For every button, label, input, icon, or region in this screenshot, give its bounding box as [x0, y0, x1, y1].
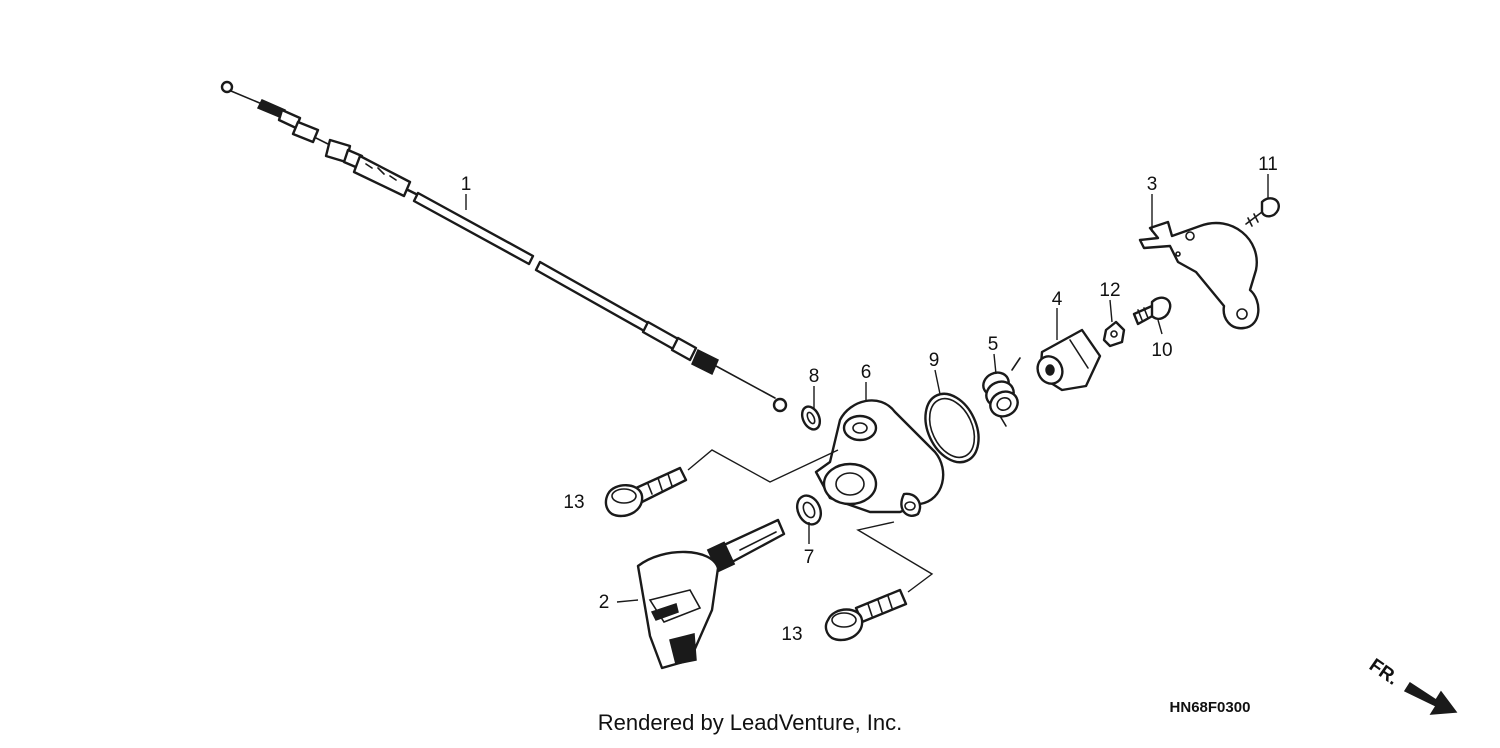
part-2-throttle-lever[interactable] [636, 518, 786, 670]
callout-10: 10 [1151, 340, 1172, 361]
callout-13-upper: 13 [563, 492, 584, 513]
part-5-return-spring[interactable] [980, 357, 1022, 427]
part-13-bolt-lower[interactable] [824, 588, 908, 642]
callout-2: 2 [599, 592, 610, 613]
part-12-nut[interactable] [1102, 320, 1126, 348]
callout-13-lower: 13 [781, 624, 802, 645]
leader-lines [465, 174, 1269, 603]
part-10-bolt[interactable] [1132, 296, 1172, 326]
callout-7: 7 [804, 547, 815, 568]
callout-11: 11 [1258, 154, 1278, 175]
callout-12: 12 [1099, 280, 1120, 301]
part-7-oil-seal[interactable] [793, 492, 826, 528]
callout-6: 6 [861, 362, 872, 383]
part-1-throttle-cable[interactable] [220, 80, 788, 413]
callout-9: 9 [929, 350, 940, 371]
part-6-throttle-housing[interactable] [814, 399, 945, 517]
part-13-bolt-upper[interactable] [604, 466, 688, 518]
callout-4: 4 [1052, 289, 1063, 310]
front-arrow-icon [1403, 681, 1458, 715]
part-3-bracket[interactable] [1138, 220, 1260, 330]
part-11-screw[interactable] [1245, 197, 1280, 227]
callout-numbers: 1 2 3 4 5 6 7 8 9 10 11 12 13 13 [461, 154, 1278, 645]
diagram-code: HN68F0300 [1170, 699, 1251, 716]
part-4-throttle-collar[interactable] [1033, 328, 1102, 392]
callout-1: 1 [461, 174, 472, 195]
callout-8: 8 [809, 366, 820, 387]
callout-3: 3 [1147, 174, 1158, 195]
front-label: FR. [1365, 655, 1402, 690]
callout-5: 5 [988, 334, 999, 355]
front-direction-indicator: FR. [1365, 655, 1458, 715]
part-9-o-ring[interactable] [915, 385, 989, 471]
part-8-dust-seal[interactable] [799, 404, 824, 433]
credit-text: Rendered by LeadVenture, Inc. [598, 710, 903, 735]
